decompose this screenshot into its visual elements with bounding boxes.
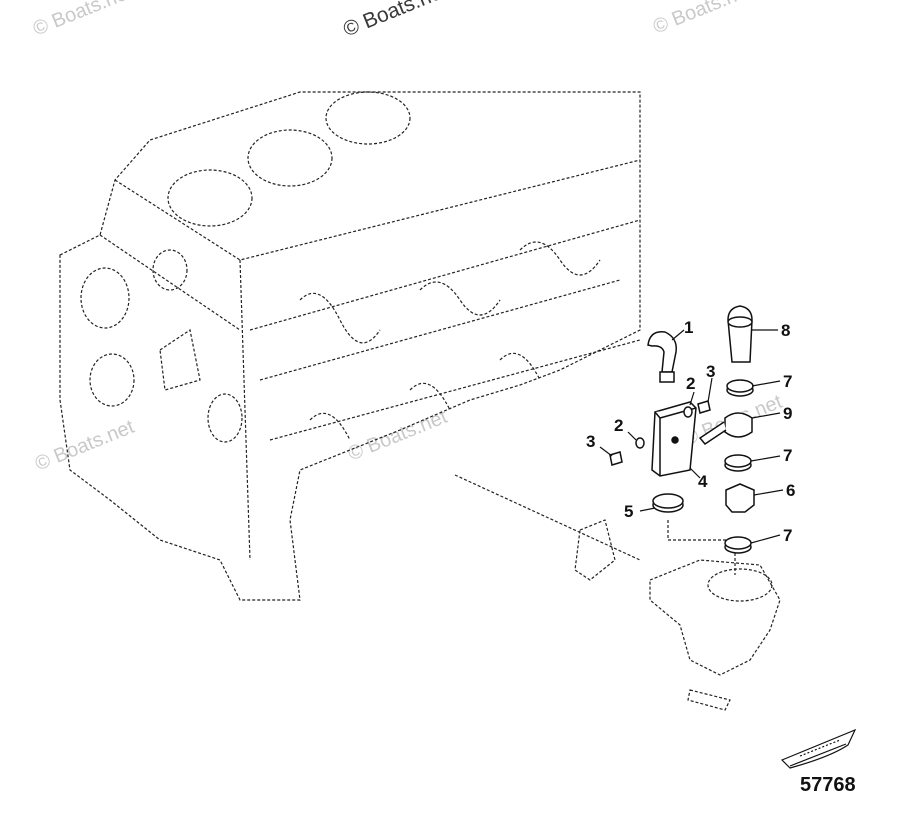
engine-block-outline	[59, 91, 641, 601]
part-9-banjo-fitting	[724, 412, 753, 438]
callout-5: 5	[624, 502, 634, 521]
cylinder-bore-1	[167, 169, 253, 227]
callout-7-top: 7	[783, 372, 793, 391]
callout-2-lower: 2	[614, 416, 624, 435]
callout-7-middle: 7	[783, 446, 793, 465]
part-6-fitting	[725, 483, 755, 513]
pump-assembly-outline	[649, 559, 781, 676]
part-1-elbow-fitting	[647, 331, 678, 373]
callout-6: 6	[786, 481, 796, 500]
callout-2-upper: 2	[686, 374, 696, 393]
callout-3-upper: 3	[706, 362, 716, 381]
gasket-outline	[574, 519, 616, 581]
part-3-plug-a	[697, 400, 711, 414]
part-3-plug-b	[609, 451, 623, 466]
figure-number: 57768	[800, 774, 856, 796]
callout-8: 8	[781, 321, 791, 340]
part-8-banjo-bolt	[727, 305, 753, 363]
callout-1: 1	[684, 318, 694, 337]
callout-9: 9	[783, 404, 793, 423]
callout-7-bottom: 7	[783, 526, 793, 545]
cylinder-bore-3	[325, 91, 411, 145]
callout-3-lower: 3	[586, 432, 596, 451]
callout-4: 4	[698, 472, 708, 491]
cylinder-bore-2	[247, 129, 333, 187]
boat-icon	[780, 728, 857, 769]
part-2-o-ring-a	[683, 406, 693, 418]
part-2-o-ring-b	[635, 437, 645, 449]
